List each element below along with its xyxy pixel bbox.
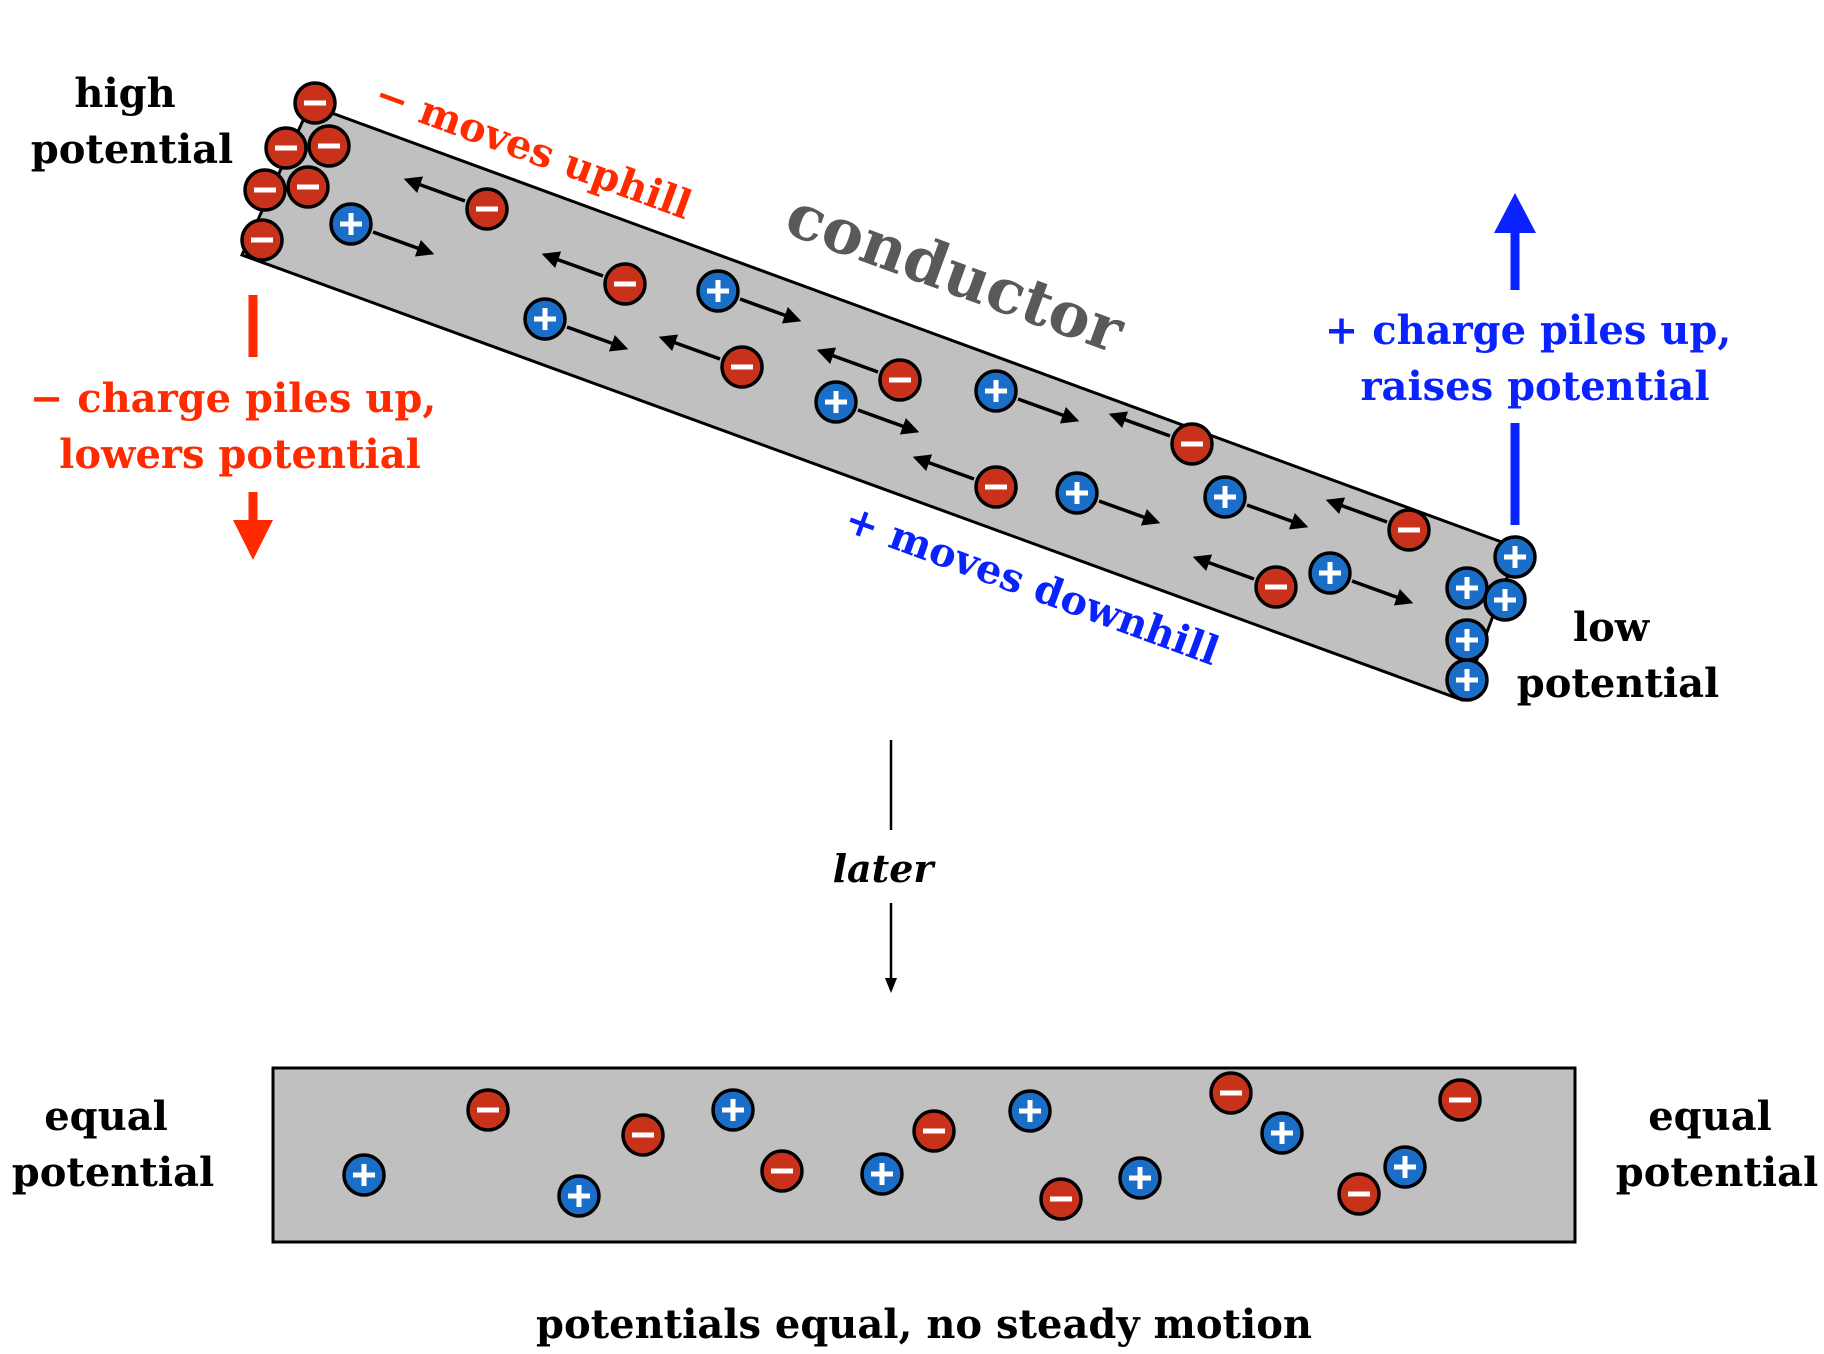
equal-potential-right-label: equal potential bbox=[1616, 1093, 1818, 1196]
later-label: later bbox=[833, 846, 937, 891]
positive-pileup-label: + charge piles up, raises potential bbox=[1325, 307, 1745, 410]
positive-charge-icon bbox=[1055, 471, 1099, 515]
negative-charge-icon bbox=[1438, 1078, 1482, 1122]
motion-arrow-icon bbox=[658, 334, 721, 361]
positive-charge-icon bbox=[1445, 566, 1489, 610]
positive-charge-icon bbox=[329, 202, 373, 246]
positive-charge-icon bbox=[860, 1152, 904, 1196]
negative-charge-icon bbox=[1387, 508, 1431, 552]
motion-arrow-icon bbox=[1098, 499, 1161, 526]
positive-charge-icon bbox=[1493, 535, 1537, 579]
motion-arrow-icon bbox=[1325, 497, 1388, 524]
positive-charge-icon bbox=[342, 1153, 386, 1197]
motion-arrow-icon bbox=[403, 176, 466, 203]
charges bbox=[240, 81, 1537, 1221]
positive-charge-icon bbox=[1260, 1111, 1304, 1155]
negative-pileup-label: − charge piles up, lowers potential bbox=[30, 375, 450, 478]
positive-charge-icon bbox=[1483, 578, 1527, 622]
positive-charge-icon bbox=[814, 380, 858, 424]
positive-pileup-arrow bbox=[1494, 193, 1536, 525]
negative-charge-icon bbox=[293, 81, 337, 125]
negative-charge-icon bbox=[974, 465, 1018, 509]
motion-arrow-icon bbox=[816, 347, 879, 374]
positive-charge-icon bbox=[1203, 475, 1247, 519]
negative-charge-icon bbox=[760, 1149, 804, 1193]
positive-charge-icon bbox=[1008, 1089, 1052, 1133]
negative-charge-icon bbox=[286, 165, 330, 209]
motion-arrow-icon bbox=[857, 408, 920, 435]
positive-charge-icon bbox=[696, 269, 740, 313]
motion-arrow-icon bbox=[541, 251, 604, 278]
negative-charge-icon bbox=[264, 126, 308, 170]
positive-charge-icon bbox=[1118, 1156, 1162, 1200]
negative-charge-icon bbox=[1337, 1172, 1381, 1216]
motion-arrow-icon bbox=[1192, 554, 1255, 581]
motion-arrow-icon bbox=[739, 297, 802, 324]
motion-arrow-icon bbox=[1246, 503, 1309, 530]
positive-charge-icon bbox=[1445, 658, 1489, 702]
negative-charge-icon bbox=[243, 168, 287, 212]
motion-arrow-icon bbox=[1351, 579, 1414, 606]
negative-charge-icon bbox=[466, 1088, 510, 1132]
high-potential-label: high potential bbox=[31, 70, 233, 173]
positive-charge-icon bbox=[711, 1088, 755, 1132]
negative-charge-icon bbox=[465, 187, 509, 231]
negative-charge-icon bbox=[603, 262, 647, 306]
low-potential-label: low potential bbox=[1517, 604, 1719, 707]
level-conductor bbox=[271, 1066, 1577, 1244]
negative-charge-icon bbox=[307, 124, 351, 168]
negative-charge-icon bbox=[1039, 1177, 1083, 1221]
negative-charge-icon bbox=[1254, 565, 1298, 609]
negative-charge-icon bbox=[912, 1109, 956, 1153]
negative-charge-icon bbox=[1170, 422, 1214, 466]
negative-pileup-arrow bbox=[233, 295, 273, 560]
motion-arrows bbox=[372, 176, 1414, 606]
motion-arrow-icon bbox=[566, 325, 629, 352]
negative-charge-icon bbox=[878, 358, 922, 402]
negative-charge-icon bbox=[720, 345, 764, 389]
positive-charge-icon bbox=[1308, 551, 1352, 595]
negative-charge-icon bbox=[1209, 1071, 1253, 1115]
negative-charge-icon bbox=[621, 1113, 665, 1157]
positive-charge-icon bbox=[557, 1174, 601, 1218]
motion-arrow-icon bbox=[1017, 397, 1080, 424]
negative-charge-icon bbox=[240, 218, 284, 262]
positive-charge-icon bbox=[1383, 1145, 1427, 1189]
positive-charge-icon bbox=[974, 369, 1018, 413]
motion-arrow-icon bbox=[912, 454, 975, 481]
motion-arrow-icon bbox=[1108, 411, 1171, 438]
motion-arrow-icon bbox=[372, 230, 435, 257]
positive-charge-icon bbox=[523, 297, 567, 341]
bottom-caption: potentials equal, no steady motion bbox=[536, 1301, 1312, 1348]
positive-charge-icon bbox=[1445, 618, 1489, 662]
equal-potential-left-label: equal potential bbox=[12, 1093, 214, 1196]
